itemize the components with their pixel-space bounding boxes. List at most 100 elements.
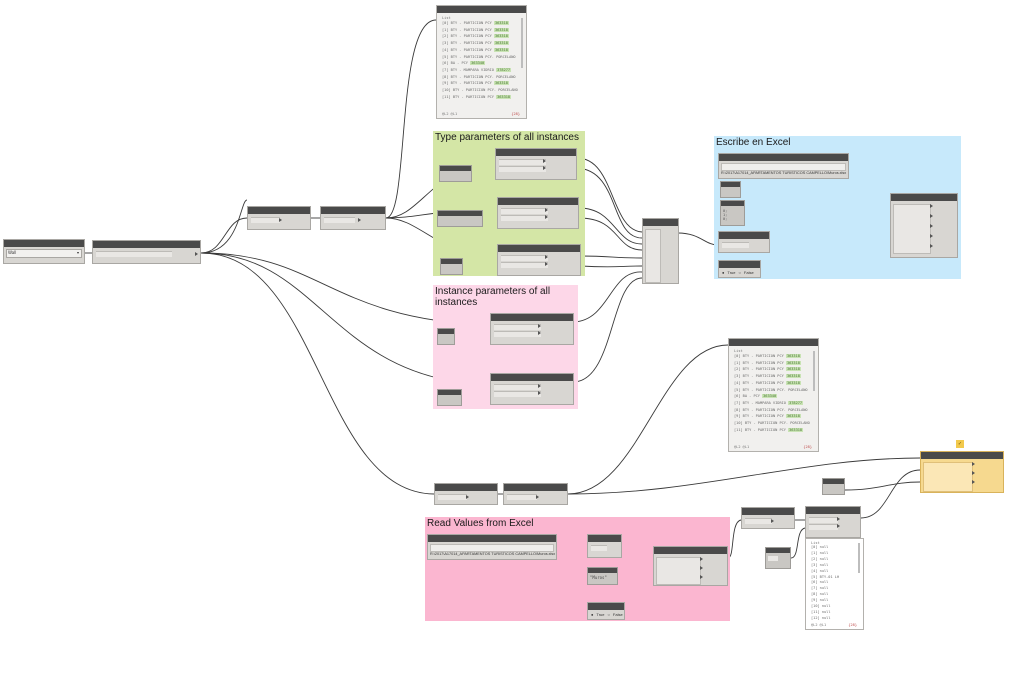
code-block-node[interactable] — [822, 478, 845, 495]
input-port[interactable] — [837, 517, 840, 521]
excel-read-node[interactable] — [653, 546, 728, 586]
input-port[interactable] — [700, 557, 703, 561]
watch-row: [0] BTY - PARTICION PCY 363318 — [442, 20, 520, 27]
input-port[interactable] — [538, 384, 541, 388]
code-block-node[interactable] — [439, 165, 472, 182]
code-block-node[interactable]: 0;1;0; — [720, 200, 745, 226]
watch-row-text: null — [819, 550, 829, 555]
watch-row: [10] BTY - PARTICION PCY. PORCELANO — [734, 420, 812, 427]
input-port[interactable] — [545, 262, 548, 266]
watch-row-id: 363318 — [785, 414, 801, 419]
input-port[interactable] — [545, 208, 548, 212]
output-port[interactable] — [358, 218, 361, 222]
output-port[interactable] — [279, 218, 282, 222]
radio-true-icon[interactable]: ● — [591, 612, 594, 617]
group-title: Escribe en Excel — [716, 137, 791, 148]
element-type-node[interactable] — [247, 206, 311, 230]
watch-row-text: BTY - PARTICION PCY — [450, 41, 494, 46]
code-block-node[interactable] — [765, 547, 791, 569]
input-port[interactable] — [543, 159, 546, 163]
watch-footer-count: {28} — [511, 112, 520, 116]
boolean-node[interactable]: ●True ○False — [587, 602, 625, 620]
watch-row-index: [6] — [811, 580, 820, 585]
element-type-node[interactable] — [434, 483, 498, 505]
watch-list: [0] BTY - PARTICION PCY 363318[1] BTY - … — [734, 353, 812, 433]
all-elements-of-category-node[interactable] — [92, 240, 201, 264]
watch-row-id: 363318 — [493, 21, 509, 25]
output-port[interactable] — [466, 495, 469, 499]
get-parameter-node[interactable] — [490, 313, 574, 345]
watch-row: [8] null — [811, 592, 857, 598]
bool-false-label: False — [612, 612, 623, 617]
input-port[interactable] — [930, 244, 933, 248]
file-path-node[interactable]: R:\2017\A17014_APARTAMENTOS TURISTICOS C… — [718, 153, 849, 179]
code-block-node[interactable] — [437, 328, 455, 345]
element-name-node[interactable] — [503, 483, 568, 505]
get-parameter-node[interactable] — [490, 373, 574, 405]
code-block-node[interactable] — [437, 210, 483, 227]
list-node[interactable] — [741, 507, 795, 529]
watch-row-id: 363318 — [785, 380, 801, 385]
watch-row-text: BTY - PARTICION PCY — [742, 374, 786, 379]
radio-true-icon[interactable]: ● — [722, 270, 725, 275]
python-script-node[interactable] — [920, 451, 1004, 493]
get-parameter-node[interactable] — [497, 197, 579, 229]
category-dropdown[interactable]: Wall ▾ — [6, 249, 82, 258]
output-port[interactable] — [771, 519, 774, 523]
input-port[interactable] — [700, 575, 703, 579]
watch-row-index: [8] — [442, 74, 451, 79]
input-port[interactable] — [538, 324, 541, 328]
file-path-node[interactable]: R:\2017\A17014_APARTAMENTOS TURISTICOS C… — [427, 534, 557, 560]
watch-row-index: [9] — [442, 81, 451, 86]
input-port[interactable] — [930, 214, 933, 218]
watch-node-top[interactable]: List [0] BTY - PARTICION PCY 363318[1] B… — [436, 5, 527, 119]
watch-row-index: [4] — [734, 380, 743, 385]
transpose-node[interactable] — [718, 231, 770, 253]
output-port[interactable] — [536, 495, 539, 499]
category-value: Wall — [8, 250, 17, 255]
watch-row-index: [9] — [734, 414, 743, 419]
get-parameter-node[interactable] — [495, 148, 577, 180]
excel-write-node[interactable] — [890, 193, 958, 258]
input-port[interactable] — [837, 524, 840, 528]
watch-row-text: BA - PCY — [742, 394, 763, 399]
input-port[interactable] — [972, 471, 975, 475]
input-port[interactable] — [700, 566, 703, 570]
radio-false-icon[interactable]: ○ — [607, 612, 610, 617]
input-port[interactable] — [538, 391, 541, 395]
watch-row-index: [1] — [811, 550, 820, 555]
watch-row-id: 363318 — [785, 360, 801, 365]
categories-node[interactable]: Wall ▾ — [3, 239, 85, 264]
input-port[interactable] — [930, 204, 933, 208]
code-block-node[interactable] — [440, 258, 463, 275]
boolean-node[interactable]: ●True ○False — [718, 260, 761, 278]
input-port[interactable] — [538, 331, 541, 335]
radio-false-icon[interactable]: ○ — [738, 270, 741, 275]
get-parameter-node[interactable] — [497, 244, 581, 276]
watch-row-text: null — [819, 598, 829, 603]
sheet-name-node[interactable]: "Muros" — [587, 567, 618, 585]
watch-row-id: 363318 — [493, 41, 509, 46]
watch-footer-count: {28} — [803, 445, 812, 449]
input-port[interactable] — [545, 255, 548, 259]
watch-node-bottom[interactable]: List [0] null [1] null [2] null [3] null… — [805, 538, 864, 630]
watch-header: List — [442, 16, 451, 20]
code-block-node[interactable] — [720, 181, 741, 198]
input-port[interactable] — [972, 462, 975, 466]
watch-node-middle[interactable]: List [0] BTY - PARTICION PCY 363318[1] B… — [728, 338, 819, 452]
file-from-path-node[interactable] — [587, 534, 622, 558]
watch-row-index: [6] — [442, 61, 451, 66]
input-port[interactable] — [930, 224, 933, 228]
watch-row-index: [4] — [442, 47, 451, 52]
list-create-node[interactable] — [642, 218, 679, 284]
input-port[interactable] — [930, 234, 933, 238]
output-port[interactable] — [195, 252, 198, 256]
input-port[interactable] — [543, 166, 546, 170]
code-block-node[interactable] — [437, 389, 462, 406]
input-port[interactable] — [972, 480, 975, 484]
watch-row-index: [11] — [811, 609, 822, 614]
element-name-node[interactable] — [320, 206, 386, 230]
list-get-item-node[interactable] — [805, 506, 861, 538]
watch-row-id: 363318 — [785, 374, 801, 379]
input-port[interactable] — [545, 215, 548, 219]
